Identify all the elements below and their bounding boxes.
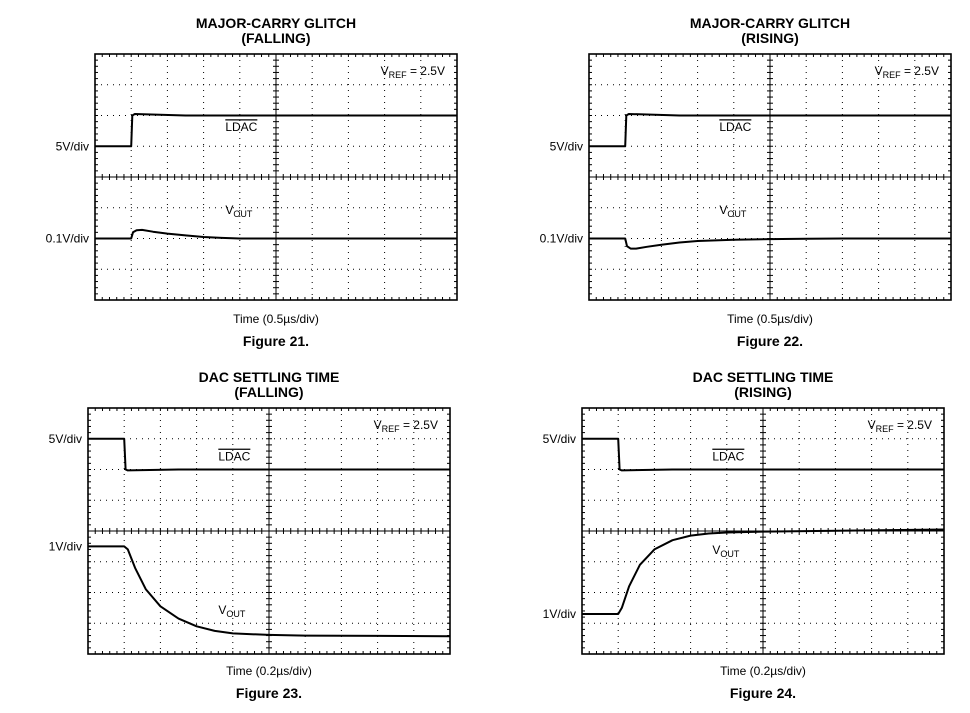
- scope-plot: 5V/div 1V/div VREF = 2.5V LDAC VOUT: [49, 407, 451, 655]
- trace-ldac: [582, 437, 944, 472]
- x-axis-label: Time (0.2µs/div): [226, 664, 312, 678]
- trace-ldac: [95, 113, 457, 148]
- channel-scale-label: 1V/div: [49, 539, 82, 553]
- chart-title-line: (FALLING): [241, 30, 311, 46]
- x-axis-label: Time (0.2µs/div): [720, 664, 806, 678]
- series-label-out: VOUT: [218, 603, 246, 619]
- channel-scale-label: 5V/div: [56, 139, 89, 153]
- channel-scale-label: 5V/div: [543, 432, 576, 446]
- scope-plot: 5V/div 1V/div VREF = 2.5V LDAC VOUT: [543, 407, 945, 655]
- figure-caption: Figure 23.: [235, 685, 303, 701]
- scope-plot: 5V/div 0.1V/div VREF = 2.5V LDAC VOUT: [46, 53, 458, 301]
- x-axis-label: Time (0.5µs/div): [727, 312, 813, 326]
- trace-ldac: [589, 113, 951, 148]
- vref-annotation: VREF = 2.5V: [868, 418, 932, 434]
- grid: [94, 53, 458, 301]
- chart-title: MAJOR-CARRY GLITCH(FALLING): [126, 16, 426, 46]
- scope-frame: [588, 53, 952, 301]
- figure-caption: Figure 21.: [242, 333, 310, 349]
- chart-title-line: MAJOR-CARRY GLITCH: [195, 15, 357, 31]
- chart-title: DAC SETTLING TIME(FALLING): [119, 370, 419, 400]
- series-label-out: VOUT: [719, 203, 747, 219]
- series-label-ldac: LDAC: [719, 120, 751, 134]
- series-label-ldac: LDAC: [712, 449, 744, 463]
- channel-scale-label: 5V/div: [49, 432, 82, 446]
- vref-annotation: VREF = 2.5V: [381, 64, 445, 80]
- series-label-ldac: LDAC: [225, 120, 257, 134]
- series-label-out: VOUT: [712, 543, 740, 559]
- scope-frame: [581, 407, 945, 655]
- grid: [87, 407, 451, 655]
- x-axis-label: Time (0.5µs/div): [233, 312, 319, 326]
- trace-ldac: [88, 437, 450, 472]
- series-label-out: VOUT: [225, 203, 253, 219]
- chart-title-line: DAC SETTLING TIME: [692, 369, 834, 385]
- channel-scale-label: 1V/div: [543, 607, 576, 621]
- chart-title-line: (FALLING): [234, 384, 304, 400]
- channel-scale-label: 0.1V/div: [46, 232, 89, 246]
- trace-out: [582, 528, 945, 615]
- channel-scale-label: 0.1V/div: [540, 232, 583, 246]
- trace-out: [88, 545, 451, 638]
- channel-scale-label: 5V/div: [550, 139, 583, 153]
- scope-frame: [87, 407, 451, 655]
- trace-out: [589, 237, 951, 250]
- vref-annotation: VREF = 2.5V: [875, 64, 939, 80]
- chart-title-line: (RISING): [734, 384, 792, 400]
- chart-title-line: (RISING): [741, 30, 799, 46]
- chart-title: MAJOR-CARRY GLITCH(RISING): [620, 16, 920, 46]
- grid: [588, 53, 952, 301]
- figure-caption: Figure 24.: [729, 685, 797, 701]
- scope-plot: 5V/div 0.1V/div VREF = 2.5V LDAC VOUT: [540, 53, 952, 301]
- figure-caption: Figure 22.: [736, 333, 804, 349]
- vref-annotation: VREF = 2.5V: [374, 418, 438, 434]
- chart-title-line: DAC SETTLING TIME: [198, 369, 340, 385]
- series-label-ldac: LDAC: [218, 449, 250, 463]
- scope-frame: [94, 53, 458, 301]
- chart-title-line: MAJOR-CARRY GLITCH: [689, 15, 851, 31]
- chart-title: DAC SETTLING TIME(RISING): [613, 370, 913, 400]
- trace-out: [95, 228, 457, 240]
